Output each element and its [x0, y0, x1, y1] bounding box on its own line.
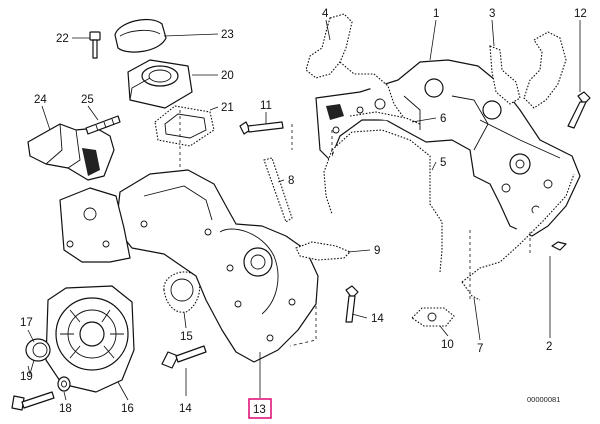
callout-13[interactable]: 13 [253, 404, 266, 416]
part-18-washer[interactable] [57, 376, 71, 392]
part-12-bolt[interactable] [523, 31, 591, 129]
part-24-bracket[interactable] [27, 123, 115, 181]
callout-24[interactable]: 24 [34, 94, 47, 106]
callout-7[interactable]: 7 [477, 343, 483, 355]
callout-22[interactable]: 22 [56, 33, 69, 45]
callout-8[interactable]: 8 [288, 175, 294, 187]
part-6-gasket[interactable] [349, 111, 421, 125]
callout-14-lower[interactable]: 14 [179, 403, 192, 415]
part-5-gasket[interactable] [323, 129, 443, 273]
callout-10[interactable]: 10 [441, 339, 454, 351]
part-11-bolt[interactable] [239, 121, 284, 135]
part-13-front-cover[interactable] [59, 169, 319, 363]
callout-17[interactable]: 17 [20, 317, 33, 329]
part-9-gasket[interactable] [295, 241, 351, 261]
callout-21[interactable]: 21 [221, 102, 234, 114]
part-4-gasket[interactable] [305, 13, 405, 119]
part-14-bolt-right[interactable] [345, 285, 359, 323]
part-8-gasket-strip[interactable] [263, 157, 293, 223]
part-19-bolt[interactable] [11, 391, 55, 411]
part-3-gasket[interactable] [489, 45, 521, 105]
part-20-housing[interactable] [127, 59, 193, 109]
callout-11[interactable]: 11 [260, 100, 272, 112]
callout-9[interactable]: 9 [374, 245, 380, 257]
callout-20[interactable]: 20 [221, 70, 234, 82]
part-10-gasket[interactable] [411, 307, 455, 327]
callout-18[interactable]: 18 [59, 403, 72, 415]
callout-1[interactable]: 1 [433, 8, 439, 20]
reference-code: 00000081 [527, 395, 560, 404]
callouts: 22 23 20 21 24 25 11 4 1 3 12 6 5 8 9 14… [20, 8, 587, 419]
part-15-seal[interactable] [163, 271, 201, 313]
callout-25[interactable]: 25 [81, 94, 94, 106]
callout-12[interactable]: 12 [574, 8, 587, 20]
callout-5[interactable]: 5 [440, 157, 446, 169]
callout-13-highlight-box [248, 398, 272, 419]
callout-23[interactable]: 23 [221, 29, 234, 41]
part-25-stud[interactable] [85, 115, 121, 135]
part-23-cap[interactable] [114, 19, 167, 53]
part-16-lower-cover[interactable] [45, 285, 135, 393]
callout-19[interactable]: 19 [20, 371, 33, 383]
callout-3[interactable]: 3 [489, 8, 495, 20]
part-7-gasket[interactable] [461, 173, 575, 301]
part-21-gasket[interactable] [154, 105, 215, 147]
part-22-bolt[interactable] [89, 31, 101, 59]
callout-2[interactable]: 2 [546, 341, 552, 353]
callout-4[interactable]: 4 [322, 8, 329, 20]
alignment-lines [179, 110, 531, 347]
part-2-dowel[interactable] [551, 241, 567, 251]
callout-6[interactable]: 6 [440, 113, 446, 125]
part-17-seal-ring[interactable] [25, 338, 51, 362]
callout-15[interactable]: 15 [180, 331, 193, 343]
callout-16[interactable]: 16 [121, 403, 134, 415]
leader-lines [27, 19, 581, 401]
part-14-bolt-lower[interactable] [161, 345, 207, 369]
callout-14-right[interactable]: 14 [371, 313, 384, 325]
